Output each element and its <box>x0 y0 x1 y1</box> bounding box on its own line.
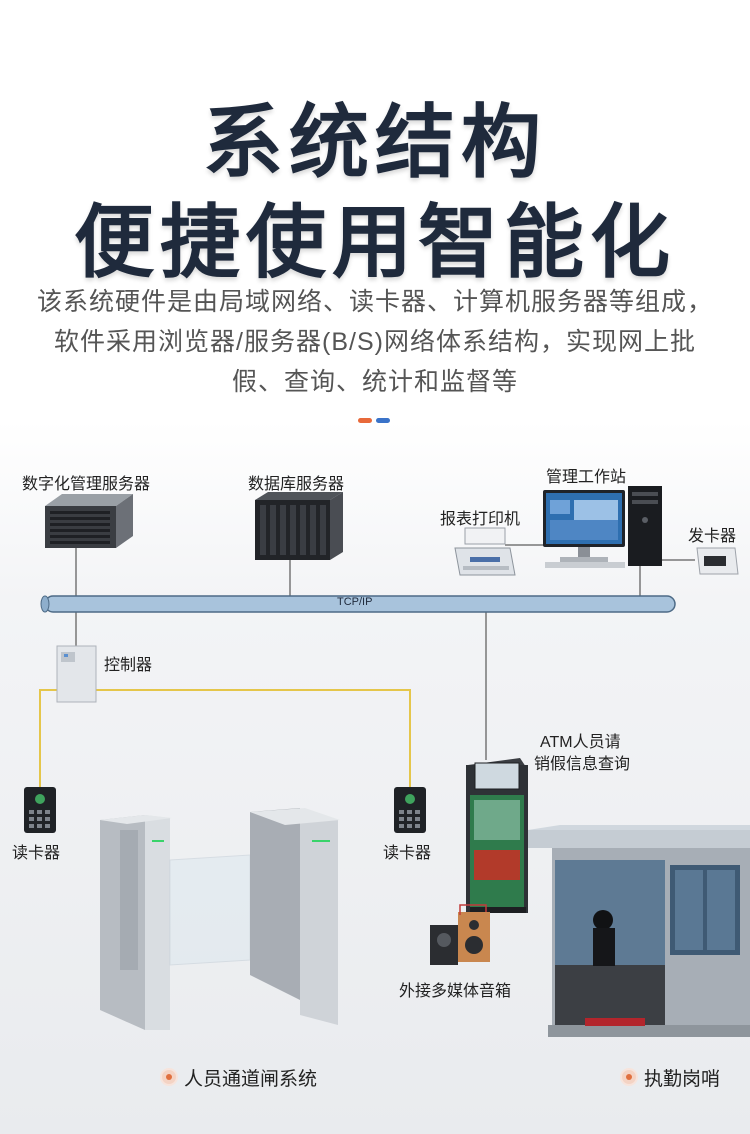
workstation-monitor-icon <box>543 490 625 568</box>
network-bus <box>40 595 676 613</box>
controller-icon <box>56 645 97 703</box>
reader-right-label: 读卡器 <box>383 845 432 862</box>
db-server-label: 数据库服务器 <box>248 476 345 493</box>
section-divider-dots <box>358 418 398 424</box>
system-description: 该系统硬件是由局域网络、读卡器、计算机服务器等组成，软件采用浏览器/服务器(B/… <box>36 288 713 396</box>
digital-server-icon <box>45 494 133 548</box>
divider-dot-orange <box>358 418 372 423</box>
atm-label-line2: 销假信息查询 <box>534 756 631 773</box>
caption-bullet-icon <box>160 1068 178 1086</box>
speaker-icon <box>430 912 490 965</box>
gate-system-caption: 人员通道闸系统 <box>184 1069 318 1090</box>
printer-icon <box>454 527 516 576</box>
speaker-cable <box>459 904 487 915</box>
card-reader-left-icon <box>24 787 56 833</box>
page-subtitle: 便捷使用智能化 <box>74 196 676 289</box>
caption-bullet-icon <box>620 1068 638 1086</box>
reader-left-label: 读卡器 <box>12 845 61 862</box>
database-server-icon <box>255 492 343 560</box>
speaker-label: 外接多媒体音箱 <box>399 983 512 1000</box>
card-issuer-label: 发卡器 <box>688 528 737 545</box>
workstation-label: 管理工作站 <box>546 469 627 486</box>
guard-post-caption: 执勤岗哨 <box>644 1069 721 1090</box>
card-reader-right-icon <box>394 787 426 833</box>
speed-gate-illustration <box>100 808 340 1030</box>
bus-label: TCP/IP <box>337 596 373 608</box>
page-title: 系统结构 <box>203 96 547 189</box>
digital-server-label: 数字化管理服务器 <box>22 476 151 493</box>
divider-dot-blue <box>376 418 390 423</box>
guard-booth-illustration <box>528 825 750 1037</box>
controller-label: 控制器 <box>104 657 153 674</box>
printer-label: 报表打印机 <box>440 511 521 528</box>
atm-kiosk-illustration <box>466 758 528 913</box>
card-issuer-icon <box>696 547 739 575</box>
workstation-tower-icon <box>628 486 662 566</box>
reader-wiring <box>39 689 411 790</box>
atm-label-line1: ATM人员请 <box>540 734 621 751</box>
